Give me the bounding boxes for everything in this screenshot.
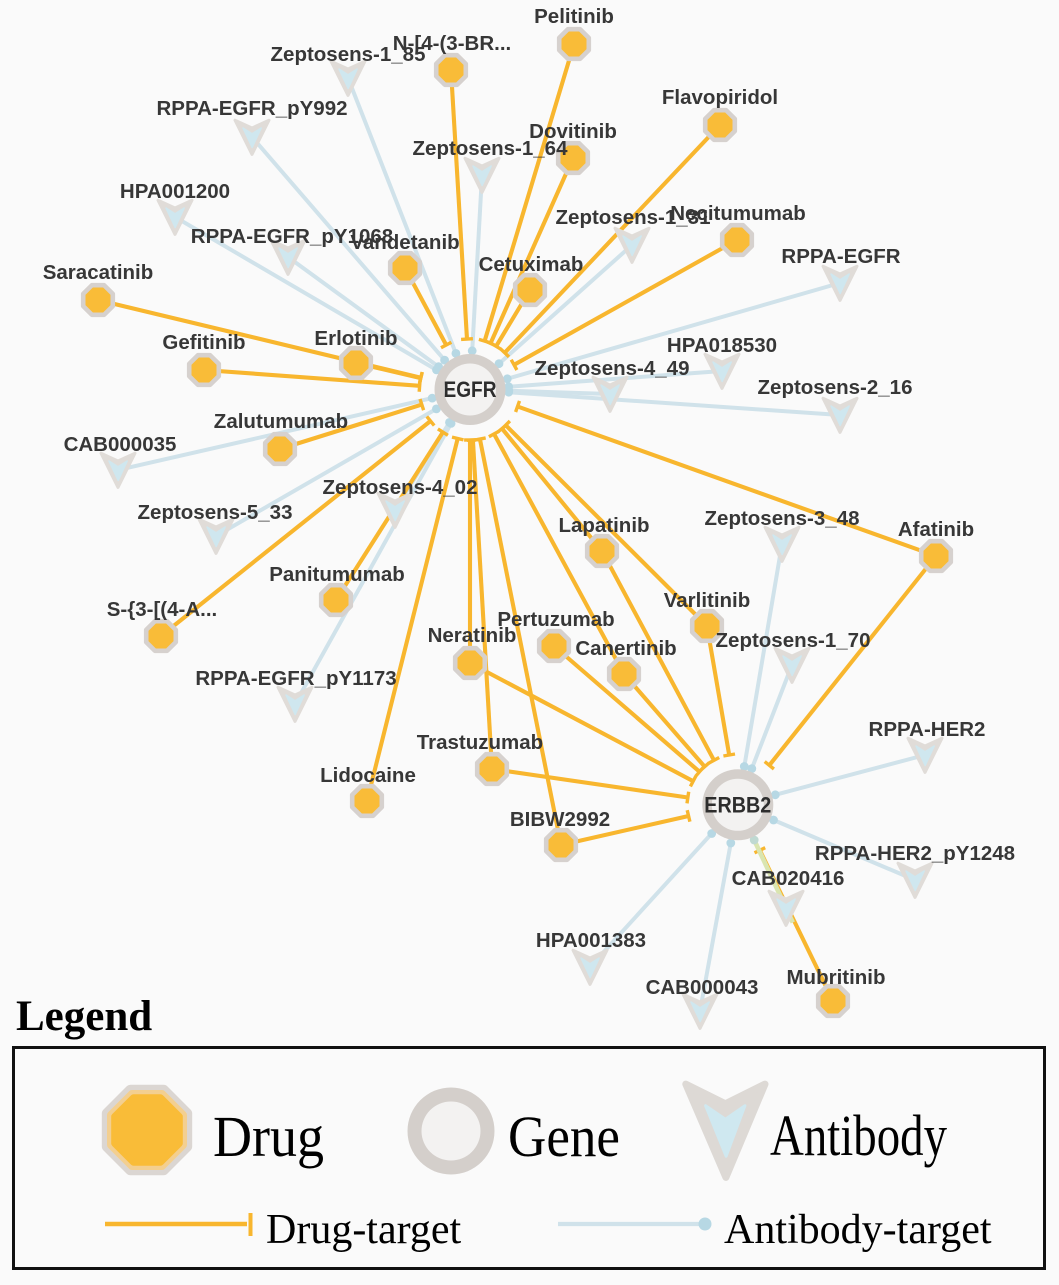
svg-text:CAB000035: CAB000035 — [64, 433, 177, 456]
svg-text:Legend: Legend — [16, 993, 152, 1040]
svg-text:RPPA-HER2_pY1248: RPPA-HER2_pY1248 — [815, 842, 1015, 865]
svg-text:Zeptosens-5_33: Zeptosens-5_33 — [138, 501, 293, 524]
svg-text:Drug-target: Drug-target — [266, 1207, 461, 1253]
svg-text:ERBB2: ERBB2 — [704, 792, 771, 817]
svg-text:Dovitinib: Dovitinib — [529, 120, 617, 143]
svg-text:HPA001200: HPA001200 — [120, 180, 230, 203]
svg-text:Trastuzumab: Trastuzumab — [417, 731, 543, 754]
svg-text:Zeptosens-3_48: Zeptosens-3_48 — [705, 507, 860, 530]
svg-text:N-[4-(3-BR...: N-[4-(3-BR... — [393, 32, 511, 55]
svg-text:EGFR: EGFR — [444, 377, 497, 402]
svg-text:Cetuximab: Cetuximab — [479, 253, 584, 276]
svg-text:Gene: Gene — [508, 1104, 620, 1169]
svg-text:Canertinib: Canertinib — [575, 637, 676, 660]
svg-text:Neratinib: Neratinib — [428, 624, 517, 647]
svg-text:Zeptosens-1_70: Zeptosens-1_70 — [716, 629, 871, 652]
svg-text:Zeptosens-1_64: Zeptosens-1_64 — [413, 137, 569, 160]
svg-text:Zeptosens-4_02: Zeptosens-4_02 — [323, 476, 478, 499]
svg-text:CAB000043: CAB000043 — [646, 976, 759, 999]
svg-text:Lapatinib: Lapatinib — [558, 514, 649, 537]
svg-text:Necitumumab: Necitumumab — [670, 202, 806, 225]
svg-text:HPA001383: HPA001383 — [536, 929, 646, 952]
svg-text:Vandetanib: Vandetanib — [350, 231, 459, 254]
svg-text:Saracatinib: Saracatinib — [43, 261, 154, 284]
svg-text:Antibody-target: Antibody-target — [724, 1207, 992, 1253]
svg-text:RPPA-EGFR: RPPA-EGFR — [781, 245, 900, 268]
svg-text:Varlitinib: Varlitinib — [664, 589, 751, 612]
svg-text:Zeptosens-1_85: Zeptosens-1_85 — [271, 43, 426, 66]
svg-text:RPPA-HER2: RPPA-HER2 — [869, 718, 986, 741]
svg-text:Pelitinib: Pelitinib — [534, 5, 614, 28]
svg-text:Zeptosens-4_49: Zeptosens-4_49 — [535, 357, 690, 380]
svg-text:Drug: Drug — [213, 1104, 324, 1169]
svg-text:BIBW2992: BIBW2992 — [510, 808, 610, 831]
svg-text:Zeptosens-2_16: Zeptosens-2_16 — [758, 376, 913, 399]
svg-text:Panitumumab: Panitumumab — [269, 563, 405, 586]
svg-text:Gefitinib: Gefitinib — [162, 331, 245, 354]
svg-text:Lidocaine: Lidocaine — [320, 764, 416, 787]
svg-text:Afatinib: Afatinib — [898, 518, 974, 541]
svg-text:HPA018530: HPA018530 — [667, 334, 777, 357]
svg-text:RPPA-EGFR_pY1068: RPPA-EGFR_pY1068 — [191, 225, 393, 248]
svg-text:Zalutumumab: Zalutumumab — [214, 410, 348, 433]
svg-text:Erlotinib: Erlotinib — [314, 327, 397, 350]
svg-text:CAB020416: CAB020416 — [732, 867, 845, 890]
svg-text:Antibody: Antibody — [770, 1103, 947, 1168]
svg-text:S-{3-[(4-A...: S-{3-[(4-A... — [107, 598, 217, 621]
svg-text:RPPA-EGFR_pY1173: RPPA-EGFR_pY1173 — [195, 667, 396, 690]
svg-text:RPPA-EGFR_pY992: RPPA-EGFR_pY992 — [156, 97, 347, 120]
svg-text:Flavopiridol: Flavopiridol — [662, 86, 778, 109]
svg-text:Mubritinib: Mubritinib — [786, 966, 885, 989]
svg-text:Zeptosens-1_31: Zeptosens-1_31 — [556, 206, 711, 229]
svg-text:Pertuzumab: Pertuzumab — [497, 608, 614, 631]
